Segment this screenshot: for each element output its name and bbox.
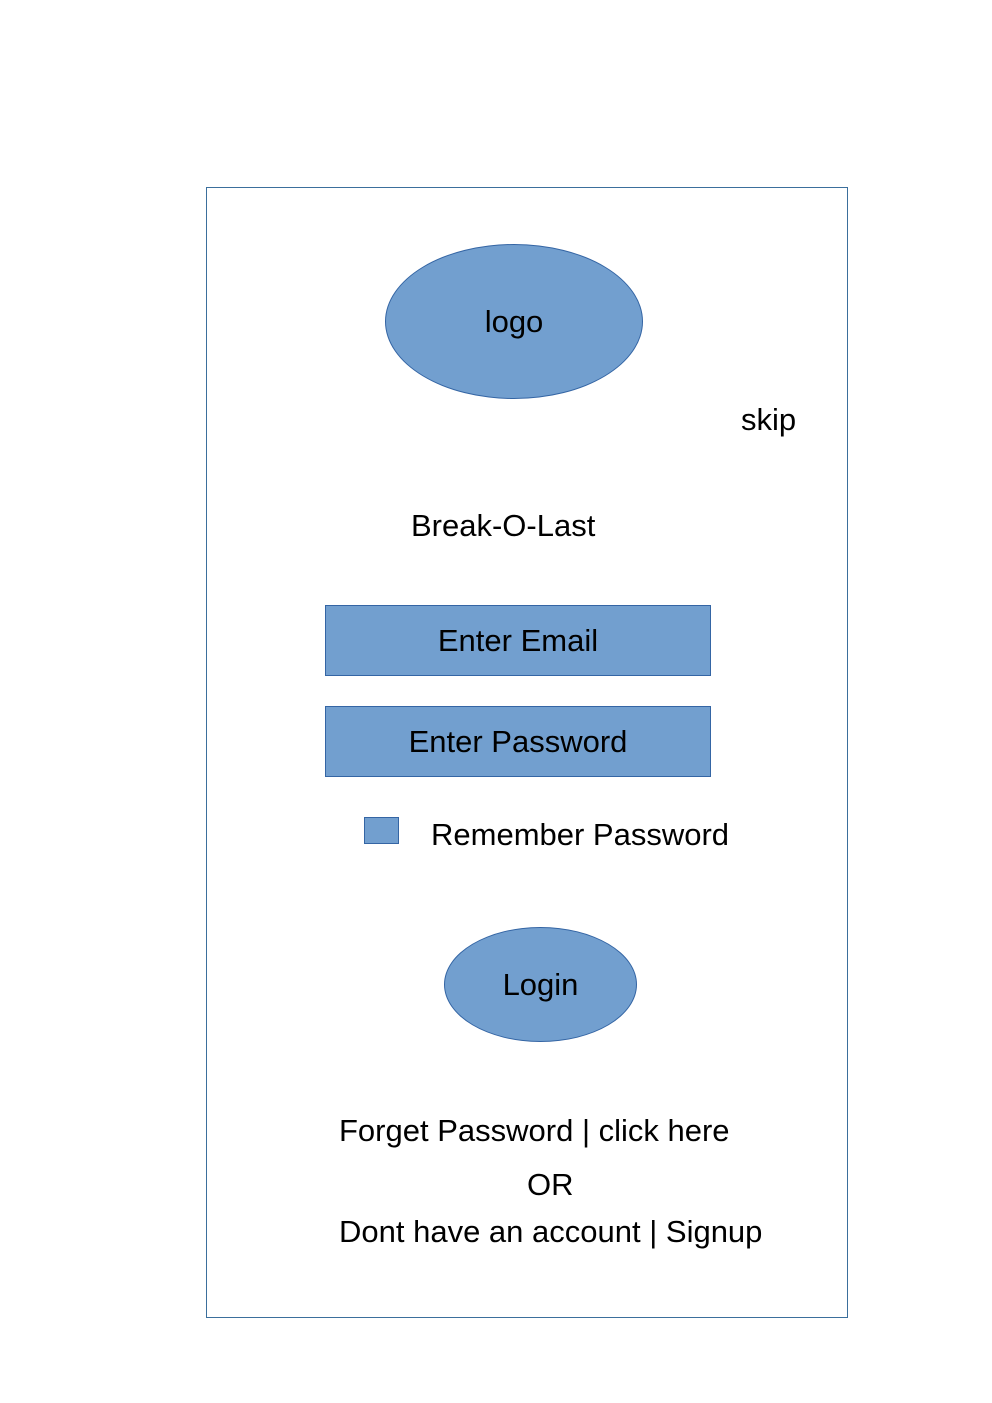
or-divider: OR	[527, 1167, 574, 1202]
password-placeholder: Enter Password	[408, 723, 628, 759]
signup-line: Dont have an account | Signup	[339, 1212, 762, 1252]
app-name: Break-O-Last	[411, 508, 596, 543]
signup-link[interactable]: Signup	[665, 1214, 763, 1249]
phone-frame	[206, 187, 848, 1318]
login-button[interactable]: Login	[444, 927, 637, 1042]
forget-password-text: Forget Password	[339, 1113, 574, 1148]
app-logo: logo	[385, 244, 643, 399]
password-field[interactable]: Enter Password	[325, 706, 711, 777]
logo-label: logo	[484, 303, 544, 339]
forget-separator: |	[573, 1113, 599, 1148]
email-field[interactable]: Enter Email	[325, 605, 711, 676]
click-here-link[interactable]: click here	[598, 1113, 730, 1148]
remember-password-label: Remember Password	[431, 817, 730, 852]
email-placeholder: Enter Email	[437, 622, 599, 658]
signup-separator: |	[640, 1214, 666, 1249]
skip-link[interactable]: skip	[741, 402, 797, 437]
login-label: Login	[502, 966, 579, 1002]
remember-password-checkbox[interactable]	[364, 817, 399, 844]
forget-password-line: Forget Password | click here	[339, 1111, 730, 1151]
no-account-text: Dont have an account	[339, 1214, 641, 1249]
